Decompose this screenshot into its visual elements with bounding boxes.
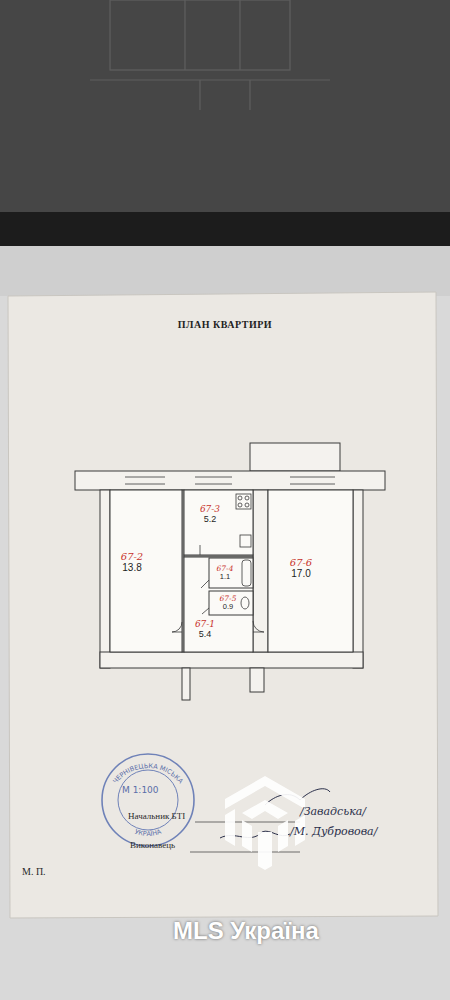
- room-box: 67-35.2: [198, 504, 222, 526]
- room-number: 67-2: [121, 551, 143, 562]
- screen-bezel: [0, 212, 450, 246]
- room-number: 67-4: [217, 565, 234, 573]
- rooms: [110, 490, 353, 652]
- paper-sheet: [8, 292, 438, 918]
- stamp: [102, 754, 194, 846]
- windows: [125, 477, 335, 484]
- room-box: 67-41.1: [215, 564, 236, 583]
- faint-plan: [90, 0, 330, 110]
- watermark-logo: [225, 776, 305, 870]
- seal-place-label: М. П.: [22, 866, 46, 877]
- room-number: 67-6: [290, 557, 312, 568]
- fixtures: [236, 494, 251, 609]
- signature-name: /М. Дубровова/: [290, 826, 377, 838]
- room-number: 67-1: [195, 620, 215, 630]
- stamp-text: УКРАЇНА: [134, 827, 163, 838]
- room-area: 0.9: [223, 603, 233, 611]
- room-area: 13.8: [122, 562, 141, 573]
- room-box: 67-15.4: [193, 619, 217, 641]
- room-area: 5.2: [204, 515, 217, 525]
- screen: [0, 0, 450, 212]
- plan-title: ПЛАН КВАРТИРИ: [178, 319, 272, 330]
- room-box: 67-617.0: [288, 556, 314, 580]
- table-surface: [0, 246, 450, 296]
- watermark-text: MLS Україна: [173, 918, 319, 944]
- room-area: 17.0: [291, 568, 310, 579]
- room-area: 5.4: [199, 630, 212, 640]
- stamp-text: ЧЕРНІВЕЦЬКА МІСЬКА: [111, 762, 185, 786]
- room-number: 67-3: [200, 505, 220, 515]
- room-box: 67-213.8: [119, 550, 145, 574]
- scale-label: М 1:100: [122, 786, 159, 796]
- room-area: 1.1: [220, 573, 230, 581]
- room-number: 67-5: [220, 595, 237, 603]
- signatory-title: Виконавець: [130, 841, 175, 851]
- walls: [75, 443, 385, 700]
- doors: [172, 545, 264, 632]
- room-box: 67-50.9: [218, 594, 239, 613]
- signatory-title: Начальник БТІ: [128, 812, 185, 822]
- signature-name: /Завадська/: [300, 806, 366, 818]
